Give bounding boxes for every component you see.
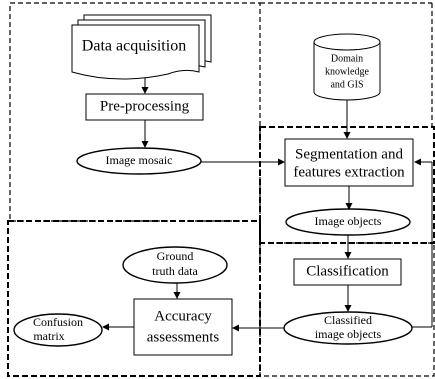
classified-line2: image objects	[315, 327, 382, 341]
segmentation-line2: features extraction	[293, 164, 405, 180]
region-bottom-left	[7, 220, 261, 377]
confusion-line2: matrix	[33, 329, 64, 343]
classified-image-objects-node: Classified image objects	[283, 311, 413, 345]
ground-truth-node: Ground truth data	[122, 246, 228, 284]
confusion-matrix-node: Confusion matrix	[13, 313, 103, 347]
domain-knowledge-node: Domain knowledge and GIS	[313, 33, 381, 101]
domain-knowledge-line3: and GIS	[330, 79, 363, 90]
confusion-line1: Confusion	[33, 315, 83, 329]
region-bottom-right	[259, 242, 435, 377]
accuracy-node: Accuracy assessments	[133, 298, 233, 356]
pre-processing-node: Pre-processing	[85, 93, 204, 121]
segmentation-node: Segmentation and features extraction	[284, 138, 414, 187]
ground-truth-line2: truth data	[152, 264, 198, 278]
pre-processing-label: Pre-processing	[100, 98, 190, 114]
data-acquisition-node: Data acquisition	[71, 14, 212, 80]
segmentation-line1: Segmentation and	[295, 146, 403, 162]
domain-knowledge-line2: knowledge	[325, 66, 369, 77]
classified-line1: Classified	[324, 313, 372, 327]
data-acquisition-label: Data acquisition	[82, 38, 186, 55]
accuracy-line1: Accuracy	[154, 308, 212, 324]
image-objects-label: Image objects	[315, 214, 382, 228]
image-objects-node: Image objects	[285, 208, 411, 236]
image-mosaic-node: Image mosaic	[76, 147, 202, 175]
image-mosaic-label: Image mosaic	[106, 153, 173, 167]
classification-label: Classification	[306, 263, 389, 279]
domain-knowledge-line1: Domain	[331, 53, 363, 64]
accuracy-line2: assessments	[147, 329, 220, 345]
ground-truth-line1: Ground	[157, 249, 194, 263]
classification-node: Classification	[293, 258, 402, 286]
